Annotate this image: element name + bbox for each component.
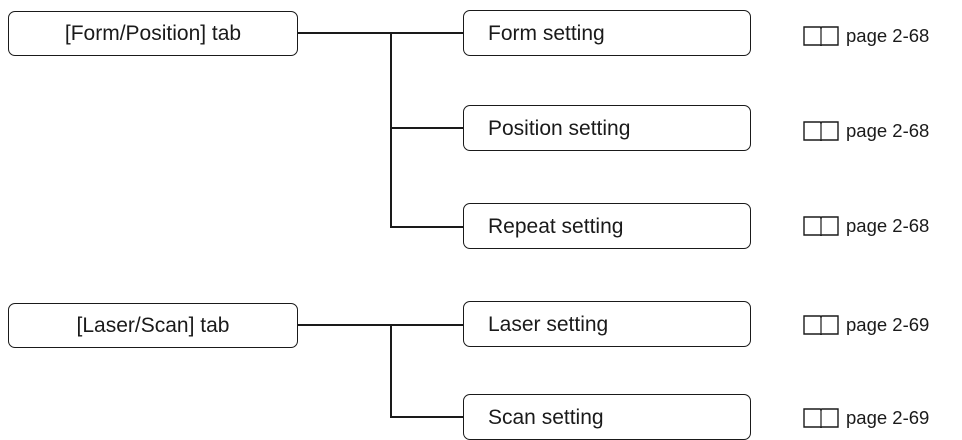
book-icon	[803, 26, 839, 47]
connector-line	[390, 127, 464, 129]
setting-box-laser: Laser setting	[463, 301, 751, 347]
connector-line	[390, 226, 464, 228]
page-reference: page 2-68	[802, 119, 929, 143]
book-icon	[803, 315, 839, 336]
page-reference-text: page 2-68	[846, 120, 930, 141]
setting-box-scan: Scan setting	[463, 394, 751, 440]
connector-line	[390, 324, 464, 326]
book-icon	[803, 408, 839, 429]
connector-line	[390, 32, 464, 34]
setting-label: Form setting	[488, 21, 605, 45]
setting-label: Laser setting	[488, 312, 609, 336]
setting-box-repeat: Repeat setting	[463, 203, 751, 249]
book-icon	[803, 216, 839, 237]
connector-line	[390, 32, 392, 228]
tab-label: [Laser/Scan] tab	[76, 314, 230, 337]
connector-line	[298, 324, 392, 326]
setting-label: Scan setting	[488, 405, 604, 429]
setting-label: Repeat setting	[488, 214, 624, 238]
page-reference-text: page 2-68	[846, 215, 930, 236]
page-reference-text: page 2-69	[846, 407, 930, 428]
tab-box-laser-scan: [Laser/Scan] tab	[8, 303, 298, 348]
page-reference-text: page 2-68	[846, 25, 930, 46]
connector-line	[298, 32, 392, 34]
page-reference: page 2-69	[802, 313, 929, 337]
setting-label: Position setting	[488, 116, 631, 140]
book-icon	[803, 121, 839, 142]
connector-line	[390, 416, 464, 418]
connector-line	[390, 324, 392, 418]
setting-box-position: Position setting	[463, 105, 751, 151]
page-reference: page 2-69	[802, 406, 929, 430]
page-reference: page 2-68	[802, 24, 929, 48]
page-reference: page 2-68	[802, 214, 929, 238]
tab-label: [Form/Position] tab	[64, 22, 242, 45]
tab-box-form-position: [Form/Position] tab	[8, 11, 298, 56]
setting-box-form: Form setting	[463, 10, 751, 56]
page-reference-text: page 2-69	[846, 314, 930, 335]
